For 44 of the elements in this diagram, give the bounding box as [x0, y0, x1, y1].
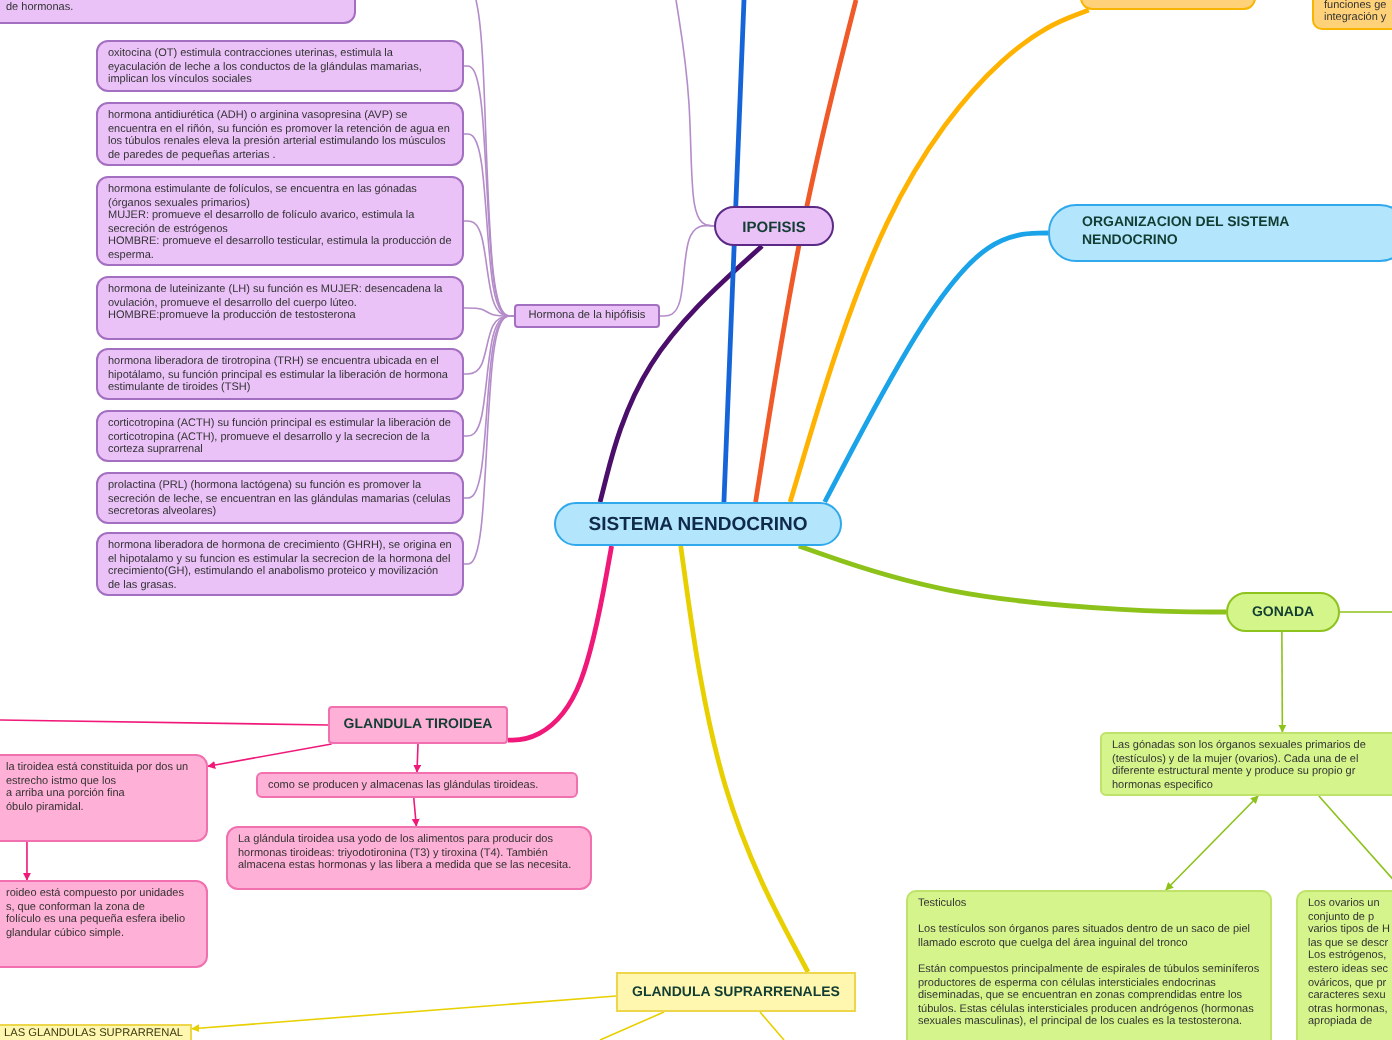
connector-line [822, 230, 1049, 504]
branch-topic [616, 972, 856, 1012]
connector-line [508, 545, 614, 743]
arrow [1278, 631, 1287, 733]
topic-label: SISTEMA NENDOCRINO [588, 513, 808, 535]
connector-line [753, 0, 859, 503]
note-card [96, 276, 464, 340]
connector-line [721, 0, 747, 503]
arrow [1165, 795, 1259, 891]
arrow [411, 797, 420, 827]
connector-line [597, 244, 764, 503]
connector-line [1339, 611, 1392, 613]
note-card [256, 772, 578, 798]
connector-line [678, 545, 811, 974]
connector-line [798, 543, 1226, 615]
arrow [207, 743, 333, 769]
arrow [413, 743, 422, 773]
connector-line [787, 7, 1090, 503]
arrow [191, 995, 617, 1033]
note-card [96, 102, 464, 166]
branch-topic [714, 206, 834, 246]
note-card [96, 176, 464, 266]
subtopic-box [514, 304, 660, 328]
note-card [1100, 732, 1392, 796]
connector-line [599, 1011, 665, 1040]
note-card [96, 472, 464, 524]
note-card [0, 880, 208, 968]
note-card [96, 410, 464, 462]
branch-topic [1048, 204, 1392, 262]
note-card [1296, 890, 1392, 1040]
note-card [226, 826, 592, 890]
branch-topic [328, 706, 508, 744]
arrow [22, 841, 31, 881]
central-topic [554, 502, 842, 546]
note-card [0, 754, 208, 842]
note-card [96, 532, 464, 596]
connector-line [475, 0, 515, 317]
connector-line [0, 719, 329, 726]
note-card [96, 40, 464, 92]
note-card [96, 348, 464, 400]
connector-line [759, 1011, 785, 1040]
note-card [906, 890, 1272, 1040]
connector-line [675, 0, 715, 227]
branch-topic [1226, 592, 1340, 632]
